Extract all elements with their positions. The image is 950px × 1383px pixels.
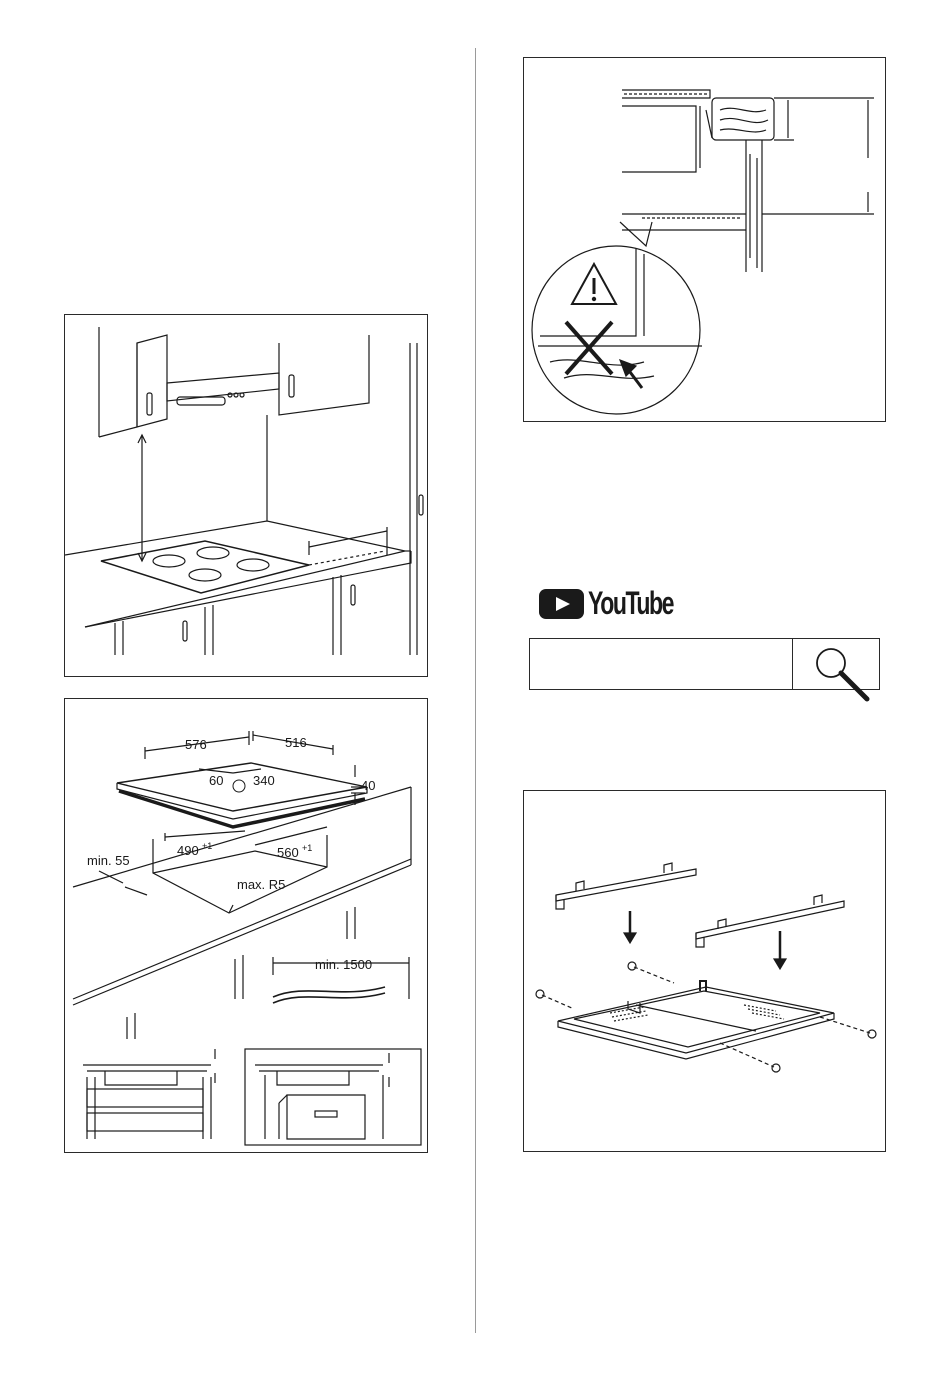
hob-depth-label: 516: [285, 735, 307, 750]
search-icon: [793, 639, 880, 689]
cutout-depth-label: 560: [277, 845, 299, 860]
youtube-wordmark: YouTube: [588, 585, 673, 622]
cutout-width-label: 490: [177, 843, 199, 858]
hob-width-label: 576: [185, 737, 207, 752]
figure-hood-clearance: [64, 314, 428, 677]
bracket-mounting-illustration: [524, 791, 887, 1153]
search-input[interactable]: [530, 639, 792, 689]
cable-offset-label: 60: [209, 773, 223, 788]
cable-length-label: min. 1500: [315, 957, 372, 972]
youtube-search-box: [529, 638, 880, 690]
corner-radius-label: max. R5: [237, 877, 285, 892]
search-button[interactable]: [792, 639, 879, 689]
column-divider: [475, 48, 476, 1333]
cutout-width-tolerance: +1: [202, 841, 212, 851]
hood-clearance-illustration: [65, 315, 429, 678]
worktop-section-illustration: [524, 58, 887, 423]
installation-dimensions-illustration: 576 516 60 340 40 490 +1 560 +1 min. 55 …: [65, 699, 429, 1154]
cable-position-label: 340: [253, 773, 275, 788]
figure-bracket-mounting: [523, 790, 886, 1152]
cutout-depth-tolerance: +1: [302, 843, 312, 853]
min-edge-label: min. 55: [87, 853, 130, 868]
hob-height-label: 40: [361, 778, 375, 793]
play-icon: [539, 589, 584, 619]
figure-installation-dimensions: 576 516 60 340 40 490 +1 560 +1 min. 55 …: [64, 698, 428, 1153]
figure-worktop-section: [523, 57, 886, 422]
